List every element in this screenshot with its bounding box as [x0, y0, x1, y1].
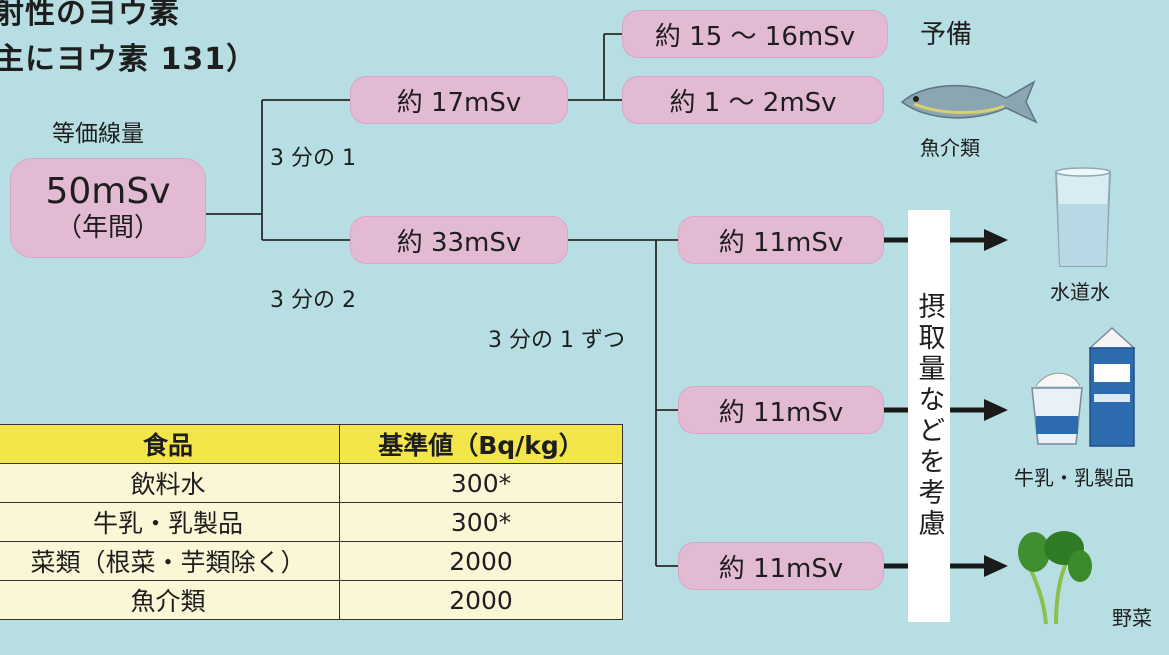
fraction-two-thirds: 3 分の 2 [270, 288, 356, 313]
intake-consideration-text: 摂取量などを考慮 [913, 292, 945, 540]
dose-vegetable-box: 約 11mSv [678, 542, 884, 590]
table-header-food: 食品 [0, 424, 340, 464]
milk-carton-icon [1088, 326, 1136, 447]
dose-33-box: 約 33mSv [350, 216, 568, 264]
water-label: 水道水 [1050, 280, 1110, 304]
leafy-vegetable-icon [1018, 531, 1092, 625]
table-cell-food: 飲料水 [0, 463, 340, 503]
root-label: 等価線量 [52, 121, 144, 147]
yogurt-cup-icon [1031, 372, 1083, 445]
dose-17-box: 約 17mSv [350, 76, 568, 124]
seafood-label: 魚介類 [920, 136, 980, 160]
table-cell-value: 300* [339, 502, 623, 542]
table-cell-value: 300* [339, 463, 623, 503]
root-dose-box: 50mSv （年間） [10, 158, 206, 258]
root-dose-value: 50mSv [45, 171, 171, 212]
page-title-line2: 主にヨウ素 131） [0, 42, 258, 77]
dose-reserve-box: 約 15 ～ 16mSv [622, 10, 888, 58]
dose-seafood-box: 約 1 ～ 2mSv [622, 76, 884, 124]
standard-value-table: 食品 基準値（Bq/kg） 飲料水 300* 牛乳・乳製品 300* 菜類（根菜… [0, 424, 623, 620]
vegetable-label: 野菜 [1112, 606, 1152, 630]
dose-water-box: 約 11mSv [678, 216, 884, 264]
fraction-one-third-each: 3 分の 1 ずつ [488, 328, 625, 353]
table-cell-food: 菜類（根菜・芋類除く） [0, 541, 340, 581]
table-row: 菜類（根菜・芋類除く） 2000 [0, 541, 623, 581]
water-glass-icon [1054, 167, 1112, 267]
dose-milk-box: 約 11mSv [678, 386, 884, 434]
table-header-row: 食品 基準値（Bq/kg） [0, 424, 623, 464]
table-cell-value: 2000 [339, 580, 623, 620]
fraction-one-third: 3 分の 1 [270, 146, 356, 171]
table-cell-food: 魚介類 [0, 580, 340, 620]
table-row: 牛乳・乳製品 300* [0, 502, 623, 542]
reserve-label: 予備 [920, 20, 973, 50]
milk-label: 牛乳・乳製品 [1014, 466, 1134, 490]
intake-consideration-box: 摂取量などを考慮 [908, 210, 950, 622]
table-row: 魚介類 2000 [0, 580, 623, 620]
table-cell-food: 牛乳・乳製品 [0, 502, 340, 542]
fish-icon [900, 80, 1038, 124]
table-row: 飲料水 300* [0, 463, 623, 503]
root-dose-period: （年間） [55, 213, 160, 243]
table-cell-value: 2000 [339, 541, 623, 581]
page-title-line1: 射性のヨウ素 [0, 0, 180, 31]
table-header-standard: 基準値（Bq/kg） [339, 424, 623, 464]
